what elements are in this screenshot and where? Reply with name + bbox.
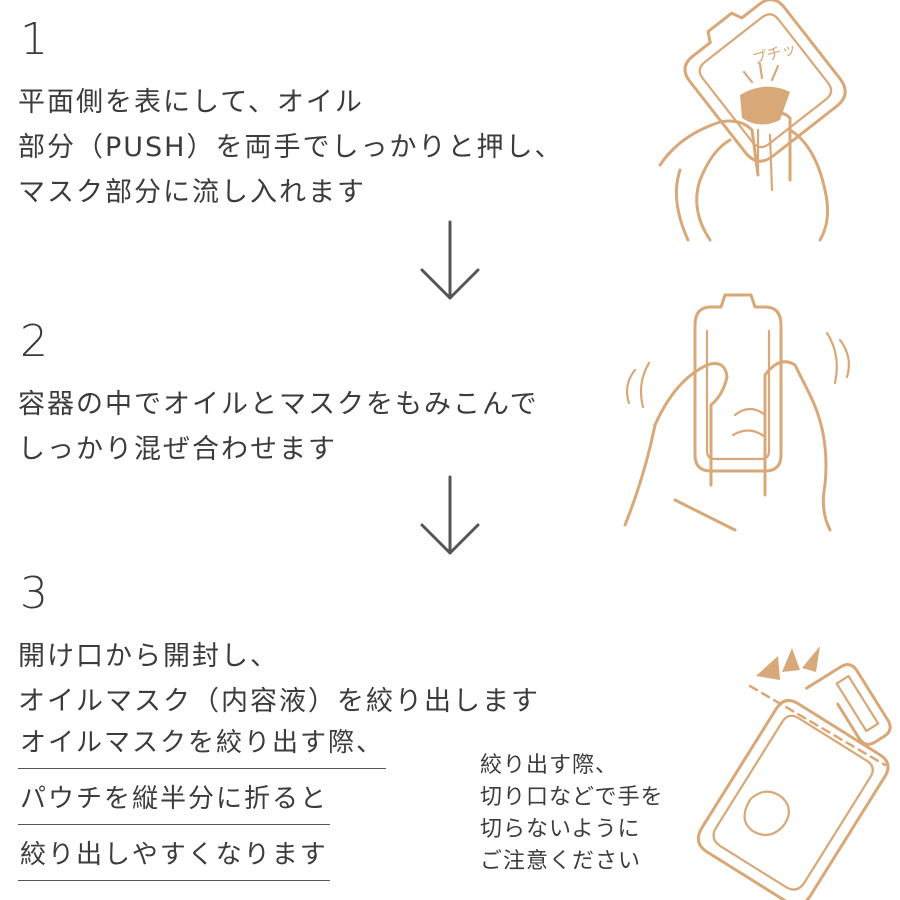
step-description: 平面側を表にして、オイル 部分（PUSH）を両手でしっかりと押し、 マスク部分に… [18, 80, 564, 215]
note-line: 切り口などで手を [480, 785, 664, 810]
note-line: 切らないように [480, 817, 641, 842]
caution-note: 絞り出す際、 切り口などで手を 切らないように ご注意ください [480, 750, 664, 878]
sound-effect-text: プチッ [750, 39, 798, 68]
step-line: 平面側を表にして、オイル [18, 87, 364, 118]
step-number: 2 [20, 316, 48, 367]
tip-line: オイルマスクを絞り出す際、 [18, 722, 387, 769]
step-description: 容器の中でオイルとマスクをもみこんで しっかり混ぜ合わせます [18, 382, 539, 472]
arrow-down-icon [420, 475, 480, 555]
opened-pouch-icon [696, 646, 892, 900]
step-line: 容器の中でオイルとマスクをもみこんで [18, 389, 539, 420]
tip-line: パウチを縦半分に折ると [18, 778, 331, 825]
hands-pressing-pouch-icon: プチッ [658, 0, 847, 242]
hands-kneading-pouch-icon [623, 293, 850, 532]
step-description: 開け口から開封し、 オイルマスク（内容液）を絞り出します [18, 634, 540, 724]
step-3: 3 開け口から開封し、 オイルマスク（内容液）を絞り出します [18, 572, 540, 724]
step-line: マスク部分に流し入れます [18, 177, 366, 208]
arrow-down-icon [420, 220, 480, 300]
step-line: 部分（PUSH）を両手でしっかりと押し、 [18, 132, 564, 163]
step-2: 2 容器の中でオイルとマスクをもみこんで しっかり混ぜ合わせます [18, 320, 539, 472]
note-line: ご注意ください [480, 849, 642, 874]
note-line: 絞り出す際、 [480, 753, 619, 778]
step-number: 3 [20, 568, 48, 619]
step-line: しっかり混ぜ合わせます [18, 434, 337, 465]
tip-line: 絞り出しやすくなります [18, 834, 330, 881]
step-line: 開け口から開封し、 [18, 641, 279, 672]
step-line: オイルマスク（内容液）を絞り出します [18, 686, 540, 717]
step-1: 1 平面側を表にして、オイル 部分（PUSH）を両手でしっかりと押し、 マスク部… [18, 18, 564, 215]
step-number: 1 [20, 14, 48, 65]
tips-box: オイルマスクを絞り出す際、 パウチを縦半分に折ると 絞り出しやすくなります [18, 722, 387, 890]
